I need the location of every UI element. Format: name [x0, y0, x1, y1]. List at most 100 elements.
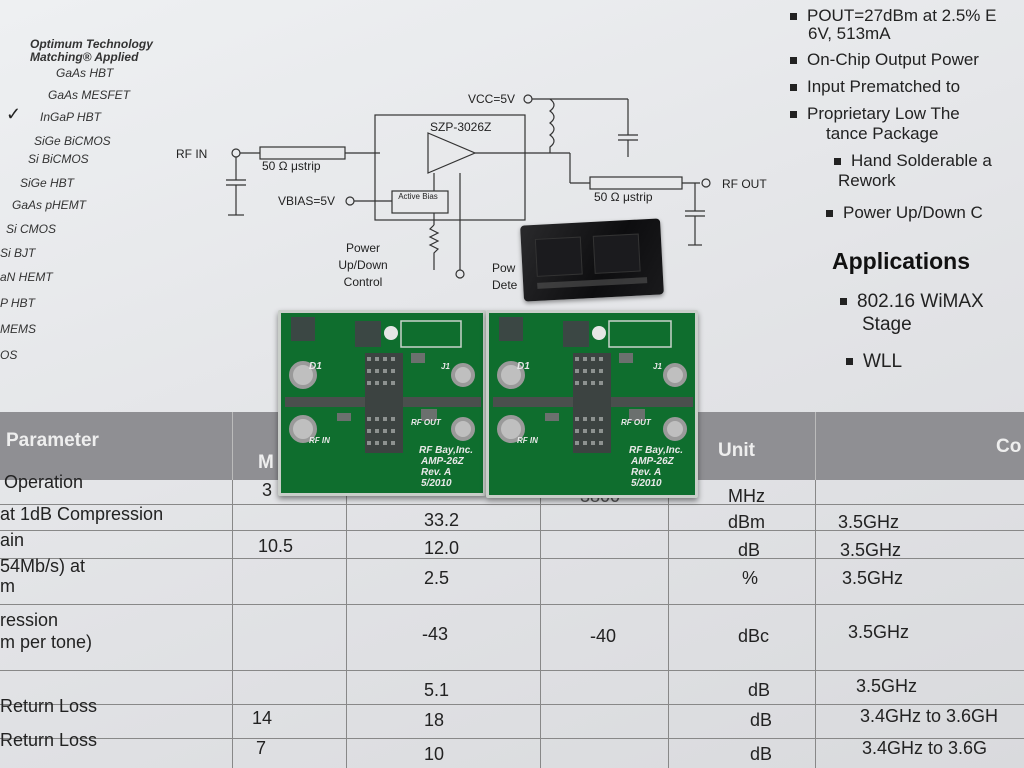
vbias-label: VBIAS=5V: [278, 194, 336, 208]
pcb-j1-label: J1: [653, 362, 662, 371]
vcc-label: VCC=5V: [468, 92, 516, 106]
row-param: ain: [0, 530, 25, 550]
tech-item: Si CMOS: [6, 222, 57, 236]
row-cond: 3.5GHz: [840, 540, 902, 560]
feature-item: 6V, 513mA: [808, 24, 891, 44]
row-param-line2: m per tone): [0, 632, 93, 652]
optimum-technology-title: Optimum Technology Matching® Applied: [30, 38, 153, 64]
row-param: Return Loss: [0, 730, 98, 750]
pcb-rev-label: Rev. A: [421, 467, 452, 478]
row-typ: 2.5: [424, 568, 450, 588]
strip1-label: 50 Ω μstrip: [262, 159, 321, 173]
row-typ: -43: [422, 624, 449, 644]
row-cond: 3.5GHz: [838, 512, 900, 532]
row-param: ression: [0, 610, 59, 630]
chip-name-label: SZP-3026Z: [430, 120, 492, 134]
row-min: 14: [252, 708, 273, 728]
pcb-rf-out-label: RF OUT: [411, 418, 441, 427]
feature-text: tance Package: [826, 124, 939, 143]
row-unit: MHz: [728, 486, 765, 506]
feature-text: POUT=27dBm at 2.5% E: [807, 6, 997, 25]
row-max: -40: [590, 626, 617, 646]
tech-item: InGaP HBT: [40, 110, 101, 124]
row-param: Return Loss: [0, 696, 98, 716]
check-icon: ✓: [6, 104, 22, 124]
tech-item: Si BiCMOS: [28, 152, 89, 166]
pcb-d1-label: D1: [517, 361, 530, 372]
pcb-board: D1 J1 RF IN RF OUT RF Bay,Inc. AMP-26Z R…: [486, 310, 698, 498]
feature-item: On-Chip Output Power: [790, 50, 979, 70]
feature-text: Input Prematched to: [807, 77, 961, 96]
feature-item: Power Up/Down C: [826, 203, 983, 223]
row-unit: dB: [750, 710, 773, 730]
pcb-rf-in-label: RF IN: [309, 436, 330, 445]
feature-item: Input Prematched to: [790, 77, 960, 97]
pcb-maker-label: RF Bay,Inc.: [419, 445, 474, 456]
row-cond: 3.4GHz to 3.6GH: [860, 706, 999, 726]
row-unit: dBc: [738, 626, 770, 646]
pcb-model-label: AMP-26Z: [421, 456, 464, 467]
row-cond: 3.5GHz: [848, 622, 910, 642]
tech-item: SiGe HBT: [20, 176, 75, 190]
bullet-icon: [834, 158, 841, 166]
pcb-j1-label: J1: [441, 362, 450, 371]
pcb-d1-label: D1: [309, 361, 322, 372]
pcb-rf-out-label: RF OUT: [621, 418, 651, 427]
row-unit: dB: [738, 540, 761, 560]
feature-text: On-Chip Output Power: [807, 50, 979, 69]
application-text: WLL: [863, 351, 903, 372]
row-typ: 12.0: [424, 538, 460, 558]
feature-item: Proprietary Low The: [790, 104, 960, 124]
row-unit: dB: [748, 680, 771, 700]
row-typ: 5.1: [424, 680, 450, 700]
tech-item: GaAs MESFET: [48, 88, 131, 102]
application-item: 802.16 WiMAX: [840, 292, 984, 312]
strip2-label: 50 Ω μstrip: [594, 190, 653, 204]
tech-item: GaAs pHEMT: [12, 198, 87, 212]
bullet-icon: [840, 298, 847, 306]
power-detect-label: Pow Dete: [492, 261, 518, 292]
pcb-board: D1 J1 RF IN RF OUT RF Bay,Inc. AMP-26Z R…: [278, 310, 486, 496]
optimum-title-line2: Matching® Applied: [30, 50, 139, 64]
pcb-date-label: 5/2010: [631, 478, 662, 489]
pcb-rf-in-label: RF IN: [517, 436, 538, 445]
power-control-label: Power Up/Down Control: [338, 241, 388, 289]
amplifier-chip: [520, 218, 664, 302]
rf-in-label: RF IN: [176, 147, 208, 161]
applications-heading: Applications: [832, 248, 971, 274]
row-min: 7: [256, 738, 267, 758]
header-parameter: Parameter: [6, 430, 99, 451]
application-text: 802.16 WiMAX: [857, 291, 984, 312]
bullet-icon: [846, 358, 853, 366]
optimum-title-line1: Optimum Technology: [30, 37, 153, 51]
row-unit: dBm: [728, 512, 766, 532]
feature-text: Hand Solderable a: [851, 151, 992, 170]
tech-item: aN HEMT: [0, 270, 53, 284]
tech-item: Si BJT: [0, 246, 36, 260]
row-param: 54Mb/s) at: [0, 556, 86, 576]
row-unit: %: [742, 568, 759, 588]
row-cond: 3.5GHz: [842, 568, 904, 588]
row-param: at 1dB Compression: [0, 504, 164, 524]
feature-item: Hand Solderable a: [834, 151, 992, 171]
bullet-icon: [790, 13, 797, 21]
application-text: Stage: [862, 314, 912, 335]
feature-text: Power Up/Down C: [843, 203, 983, 222]
feature-text: Rework: [838, 171, 896, 190]
row-typ: 33.2: [424, 510, 460, 530]
feature-text: 6V, 513mA: [808, 24, 891, 43]
tech-item: SiGe BiCMOS: [34, 134, 111, 148]
tech-item: GaAs HBT: [56, 66, 114, 80]
application-item: WLL: [846, 352, 902, 372]
row-min: 3: [262, 480, 273, 500]
row-param-line2: m: [0, 576, 15, 596]
tech-item: MEMS: [0, 322, 36, 336]
row-typ: 18: [424, 710, 445, 730]
pcb-date-label: 5/2010: [421, 478, 452, 489]
row-unit: dB: [750, 744, 773, 764]
bullet-icon: [826, 210, 833, 218]
feature-item: Rework: [838, 171, 896, 191]
pcb-model-label: AMP-26Z: [631, 456, 674, 467]
tech-item: P HBT: [0, 296, 35, 310]
